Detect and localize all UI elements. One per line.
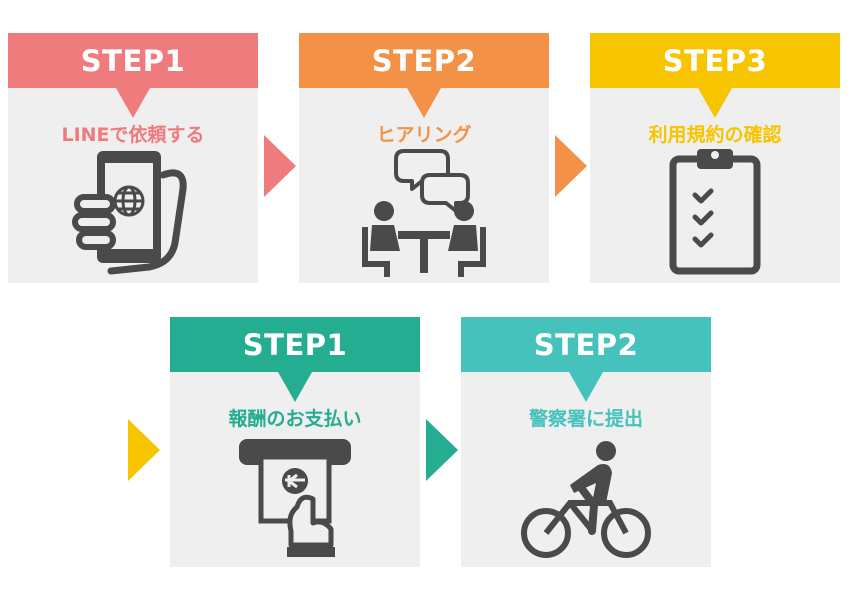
step-card-police-submission: STEP2 警察署に提出 (461, 317, 711, 567)
step-pointer (407, 88, 441, 118)
step-header: STEP1 (8, 33, 258, 88)
flow-arrow-right (555, 135, 587, 197)
step-title: ヒアリング (376, 124, 472, 146)
meeting-conversation-icon (354, 145, 494, 277)
flow-arrow-right (128, 419, 160, 481)
step-card-payment: STEP1 報酬のお支払い (170, 317, 420, 567)
step-pointer (278, 372, 312, 402)
bicycle-rider-icon (516, 429, 656, 561)
step-title: 利用規約の確認 (648, 124, 782, 146)
step-pointer (116, 88, 150, 118)
step-header: STEP3 (590, 33, 840, 88)
smartphone-globe-icon (63, 145, 203, 277)
step-header: STEP2 (299, 33, 549, 88)
flow-arrow-right (426, 419, 458, 481)
step-header: STEP2 (461, 317, 711, 372)
step-card-hearing: STEP2 ヒアリング (299, 33, 549, 283)
cash-payment-icon (225, 429, 365, 561)
step-title: LINEで依頼する (61, 124, 205, 146)
step-pointer (698, 88, 732, 118)
step-title: 警察署に提出 (528, 408, 643, 430)
step-card-terms: STEP3 利用規約の確認 (590, 33, 840, 283)
step-header: STEP1 (170, 317, 420, 372)
flow-arrow-right (264, 135, 296, 197)
clipboard-checklist-icon (645, 145, 785, 277)
step-card-line-request: STEP1 LINEで依頼する (8, 33, 258, 283)
step-title: 報酬のお支払い (228, 408, 362, 430)
step-pointer (569, 372, 603, 402)
